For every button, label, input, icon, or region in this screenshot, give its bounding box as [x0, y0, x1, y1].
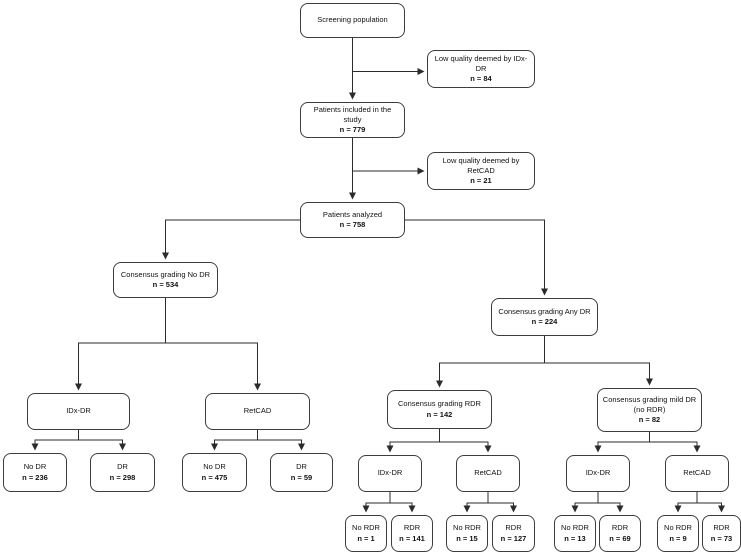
- connectors: [31, 38, 725, 513]
- node-consensus-any-dr: Consensus grading Any DR n = 224: [491, 298, 598, 336]
- node-screening-population: Screening population: [300, 3, 405, 38]
- node-retcad-result-dr: DR n = 59: [270, 453, 333, 492]
- node-idx-result-dr: DR n = 298: [90, 453, 155, 492]
- node-consensus-rdr: Consensus grading RDR n = 142: [387, 390, 492, 429]
- node-idx-result-no-dr: No DR n = 236: [3, 453, 67, 492]
- node-idx-mild-result-rdr: RDR n = 69: [599, 515, 641, 552]
- node-retcad-no-dr-arm: RetCAD: [205, 393, 310, 430]
- node-consensus-mild-dr: Consensus grading mild DR (no RDR) n = 8…: [597, 388, 702, 432]
- node-idx-dr-no-dr-arm: IDx-DR: [27, 393, 130, 430]
- node-retcad-mild-arm: RetCAD: [665, 455, 729, 492]
- node-retcad-mild-result-no-rdr: No RDR n = 9: [657, 515, 699, 552]
- node-low-quality-retcad: Low quality deemed by RetCAD n = 21: [427, 152, 535, 190]
- node-low-quality-idx-dr: Low quality deemed by IDx-DR n = 84: [427, 50, 535, 88]
- node-patients-analyzed: Patients analyzed n = 758: [300, 202, 405, 238]
- node-idx-dr-mild-arm: IDx-DR: [566, 455, 630, 492]
- node-retcad-mild-result-rdr: RDR n = 73: [702, 515, 741, 552]
- node-patients-included: Patients included in the study n = 779: [300, 102, 405, 138]
- node-consensus-no-dr: Consensus grading No DR n = 534: [113, 262, 218, 298]
- node-retcad-rdr-result-no-rdr: No RDR n = 15: [446, 515, 488, 552]
- node-retcad-result-no-dr: No DR n = 475: [182, 453, 247, 492]
- node-idx-dr-rdr-arm: IDx-DR: [358, 455, 422, 492]
- node-retcad-rdr-arm: RetCAD: [456, 455, 520, 492]
- node-idx-rdr-result-no-rdr: No RDR n = 1: [345, 515, 387, 552]
- node-idx-rdr-result-rdr: RDR n = 141: [391, 515, 433, 552]
- node-retcad-rdr-result-rdr: RDR n = 127: [492, 515, 535, 552]
- node-idx-mild-result-no-rdr: No RDR n = 13: [554, 515, 596, 552]
